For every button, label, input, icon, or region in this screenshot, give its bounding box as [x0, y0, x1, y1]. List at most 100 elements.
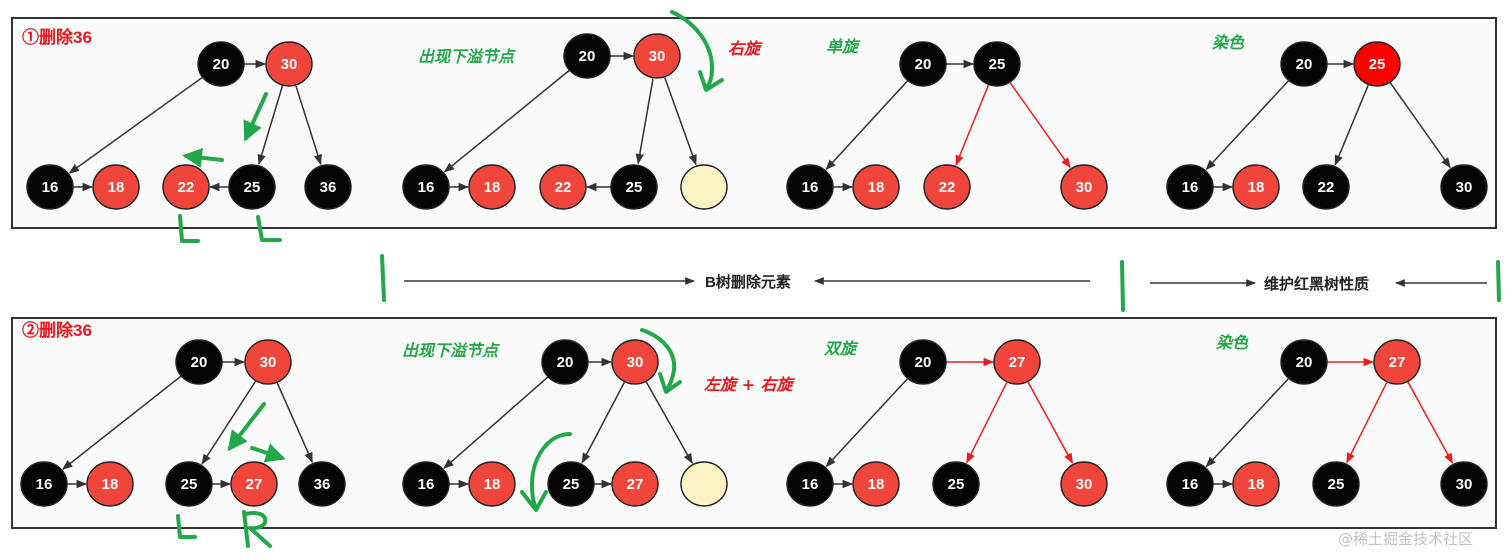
node-circle: [1060, 461, 1108, 507]
node-circle: [1440, 461, 1488, 507]
node-circle: [1440, 164, 1488, 210]
node-circle: [304, 164, 352, 210]
node-30: 30: [1440, 164, 1488, 210]
node-key: 25: [989, 56, 1006, 73]
node-36: 36: [298, 461, 346, 507]
green-bar-right: [1496, 260, 1501, 302]
node-key: 30: [649, 48, 666, 65]
node-circle: [92, 164, 140, 210]
node-circle: [993, 339, 1041, 385]
node-20: 20: [541, 339, 589, 385]
node-key: 18: [102, 476, 119, 493]
green-L-mark-3: [176, 514, 197, 539]
node-circle: [786, 461, 834, 507]
edge-30-to-empty: [645, 381, 693, 465]
node-key: 20: [579, 48, 596, 65]
node-circle: [1232, 164, 1280, 210]
node-circle: [852, 164, 900, 210]
node-18: 18: [852, 461, 900, 507]
node-circle: [610, 164, 658, 210]
node-circle: [852, 461, 900, 507]
node-circle: [1060, 164, 1108, 210]
green-L-mark-2: [256, 215, 282, 242]
edge-20-to-16: [443, 69, 570, 173]
node-key: 36: [314, 476, 331, 493]
edge-27-to-25: [966, 382, 1008, 464]
node-25: 25: [932, 461, 980, 507]
middle-legend: B树删除元素 维护红黑树性质: [380, 254, 1501, 312]
node-circle: [1280, 41, 1328, 87]
edge-30-to-empty: [664, 77, 697, 166]
node-key: 20: [915, 354, 932, 371]
edge-27-to-25: [1346, 382, 1388, 464]
node-27: 27: [230, 461, 278, 507]
node-key: 18: [108, 179, 125, 196]
node-key: 27: [627, 476, 644, 493]
node-key: 30: [1076, 179, 1093, 196]
node-key: 30: [260, 354, 277, 371]
node-30: 30: [1440, 461, 1488, 507]
green-rotate-arrow-p1: [670, 10, 714, 90]
green-arrow-left-p1: [182, 147, 224, 168]
node-key: 30: [1456, 476, 1473, 493]
green-bar-middle: [1120, 260, 1125, 312]
node-16: 16: [402, 164, 450, 210]
node-25: 25: [1312, 461, 1360, 507]
node-25: 25: [165, 461, 213, 507]
node-key: 16: [36, 476, 53, 493]
node-key: 18: [1248, 179, 1265, 196]
node-25: 25: [547, 461, 595, 507]
node-key: 20: [557, 354, 574, 371]
node-16: 16: [1166, 461, 1214, 507]
node-27: 27: [993, 339, 1041, 385]
node-key: 16: [418, 179, 435, 196]
node-circle: [1302, 164, 1350, 210]
node-key: 18: [484, 179, 501, 196]
node-key: 25: [1369, 56, 1386, 73]
node-circle: [244, 339, 292, 385]
node-16: 16: [402, 461, 450, 507]
label-underflow-1: 出现下溢节点: [418, 47, 516, 66]
node-circle: [162, 164, 210, 210]
green-arrow-right-p2: [250, 443, 286, 463]
node-16: 16: [786, 164, 834, 210]
b-tree-delete-label: B树删除元素: [705, 273, 791, 291]
node-key: 16: [802, 476, 819, 493]
node-circle: [973, 41, 1021, 87]
edge-20-to-16: [1205, 378, 1289, 468]
green-rotate-arrow-p2-head: [658, 372, 682, 394]
node-30: 30: [633, 33, 681, 79]
node-key: 27: [1009, 354, 1026, 371]
node-key: 25: [244, 179, 261, 196]
node-circle: [1312, 461, 1360, 507]
node-20: 20: [899, 41, 947, 87]
node-key: 25: [563, 476, 580, 493]
node-key: 16: [802, 179, 819, 196]
node-circle: [611, 339, 659, 385]
node-18: 18: [86, 461, 134, 507]
node-circle: [899, 41, 947, 87]
node-30: 30: [265, 41, 313, 87]
node-16: 16: [1166, 164, 1214, 210]
node-circle: [468, 164, 516, 210]
node-30: 30: [611, 339, 659, 385]
node-circle: [86, 461, 134, 507]
node-27: 27: [1373, 339, 1421, 385]
edge-30-to-36: [295, 85, 322, 166]
green-arrow-down-p2: [227, 402, 266, 452]
node-25: 25: [973, 41, 1021, 87]
tree-p2-step3: 20 27 16 18 25 30: [786, 339, 1108, 507]
node-22: 22: [1302, 164, 1350, 210]
edge-25-to-22: [955, 85, 990, 166]
node-20: 20: [175, 339, 223, 385]
green-R-mark: [242, 510, 272, 548]
node-key: 18: [1248, 476, 1265, 493]
node-key: 30: [1076, 476, 1093, 493]
node-circle: [298, 461, 346, 507]
node-16: 16: [26, 164, 74, 210]
node-circle: [175, 339, 223, 385]
node-key: 16: [1182, 179, 1199, 196]
node-circle: [228, 164, 276, 210]
node-circle: [265, 41, 313, 87]
